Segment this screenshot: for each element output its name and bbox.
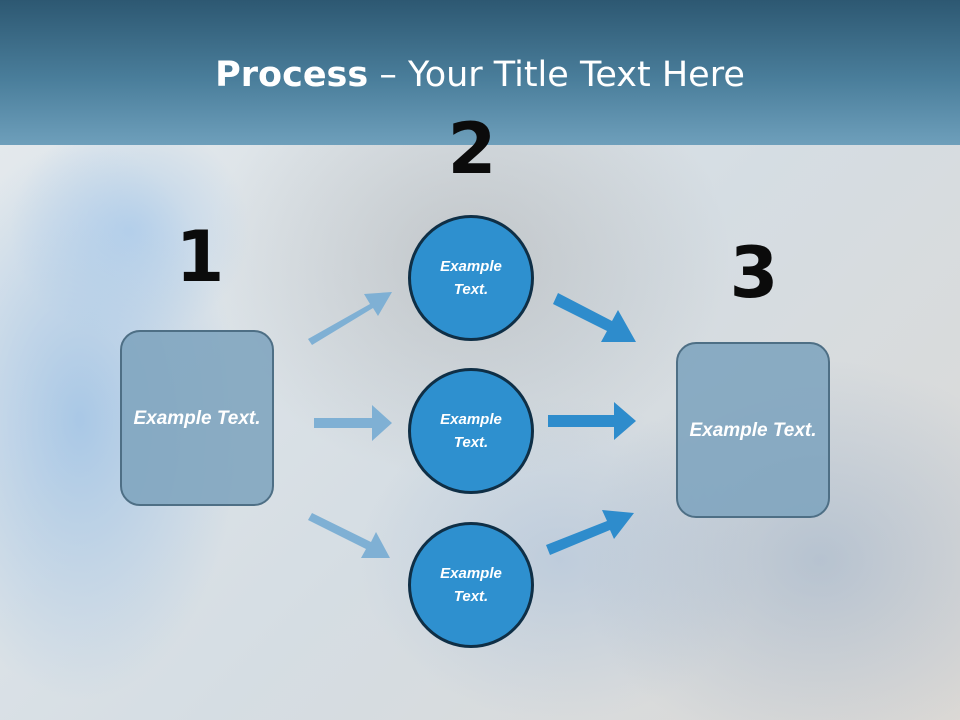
arrow-1-to-2-top [308, 292, 392, 345]
arrow-1-to-2-middle [314, 405, 392, 441]
step-1-text: Example Text. [133, 407, 261, 429]
step-2-circle-bottom: Example Text. [408, 522, 534, 648]
slide-title: Process – Your Title Text Here [0, 54, 960, 96]
arrow-1-to-2-bottom [308, 513, 390, 558]
step-number-1: 1 [175, 216, 225, 298]
title-bar: Process – Your Title Text Here [0, 0, 960, 145]
step-1-box: Example Text. [120, 330, 274, 506]
step-2-circle-top-text: Example Text. [440, 258, 502, 298]
step-2-circle-middle: Example Text. [408, 368, 534, 494]
step-3-text: Example Text. [689, 419, 817, 441]
title-rest: – Your Title Text Here [368, 55, 745, 95]
step-2-circle-middle-text: Example Text. [440, 411, 502, 451]
step-3-box: Example Text. [676, 342, 830, 518]
arrow-2-to-3-top [553, 293, 636, 342]
step-2-circle-bottom-text: Example Text. [440, 565, 502, 605]
step-number-3: 3 [729, 232, 779, 314]
arrow-2-to-3-middle [548, 402, 636, 440]
step-number-2: 2 [447, 108, 497, 190]
title-bold: Process [215, 55, 369, 95]
step-2-circle-top: Example Text. [408, 215, 534, 341]
arrow-2-to-3-bottom [546, 510, 634, 555]
